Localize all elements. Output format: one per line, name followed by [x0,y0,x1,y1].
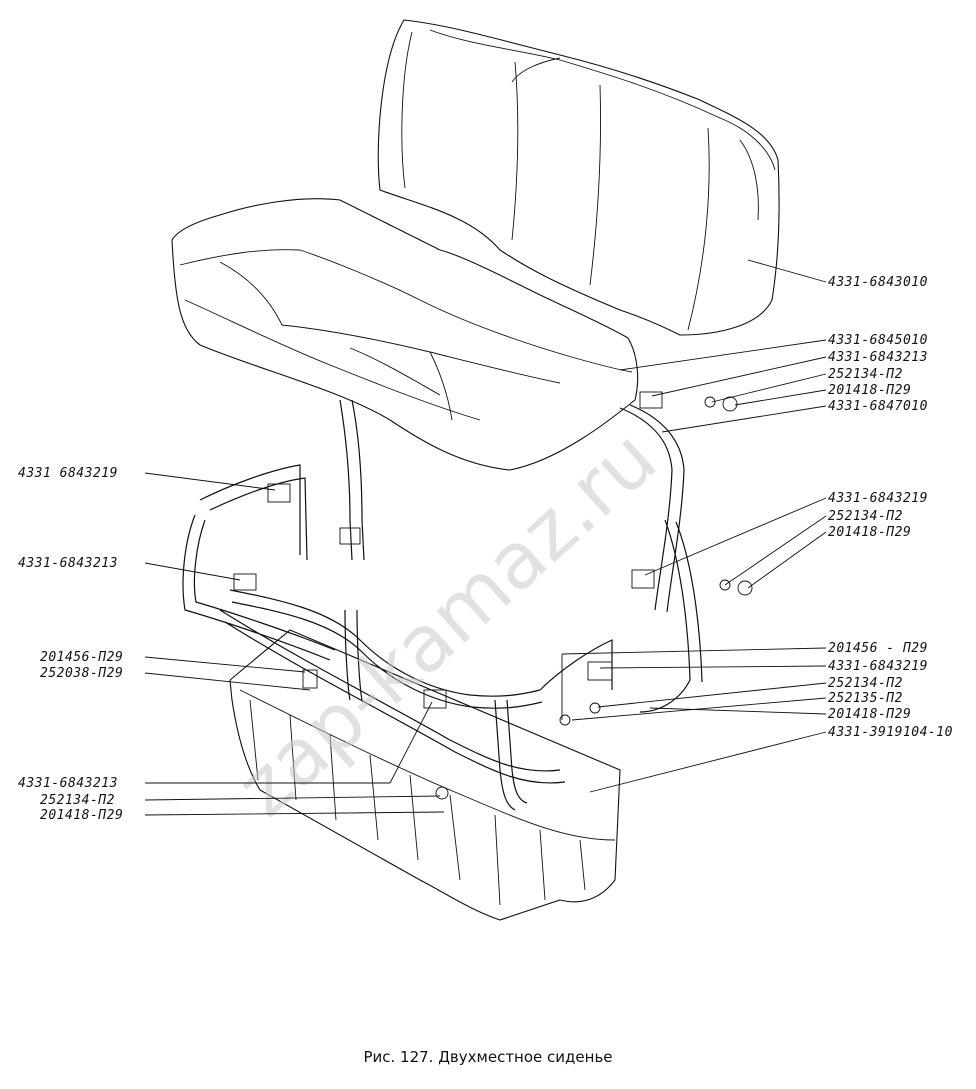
label-frame: 4331-6847010 [828,399,928,414]
label-bolt-right-mid: 201418-П29 [828,525,911,540]
label-bracket-left-mid: 4331-6843213 [18,556,118,571]
label-nut-left: 252038-П29 [40,666,123,681]
leader-lines [144,259,827,816]
figure-caption: Рис. 127. Двухместное сиденье [363,1048,612,1066]
label-bolt-bottom: 201418-П29 [40,808,123,823]
seat-cushion [171,198,639,471]
label-bracket-right-mid: 4331-6843219 [828,491,928,506]
backrest [377,19,780,336]
tubular-frame [182,391,753,811]
part-labels: 4331-6843010 4331-6845010 4331-6843213 2… [18,275,953,823]
label-bolt-upper: 201418-П29 [828,383,911,398]
label-cushion: 4331-6845010 [828,333,928,348]
label-washer-right-low: 252134-П2 [828,676,903,691]
label-bracket-upper: 4331-6843213 [828,350,928,365]
watermark: zap-kamaz.ru [220,413,673,834]
label-backrest: 4331-6843010 [828,275,928,290]
label-washer-bottom: 252134-П2 [40,793,115,808]
label-bracket-right-low: 4331-6843219 [828,659,928,674]
label-bracket-bottom: 4331-6843213 [18,776,118,791]
label-washer-spring-right-low: 252135-П2 [828,691,903,706]
label-screw-right: 201456 - П29 [828,641,928,656]
label-washer-upper: 252134-П2 [828,367,903,382]
label-box: 4331-3919104-10 [828,725,953,740]
storage-box [229,629,621,921]
label-bolt-right-low: 201418-П29 [828,707,911,722]
label-bracket-left-upper: 4331 6843219 [18,466,118,481]
label-washer-right-mid: 252134-П2 [828,509,903,524]
label-screw-left: 201456-П29 [40,650,123,665]
